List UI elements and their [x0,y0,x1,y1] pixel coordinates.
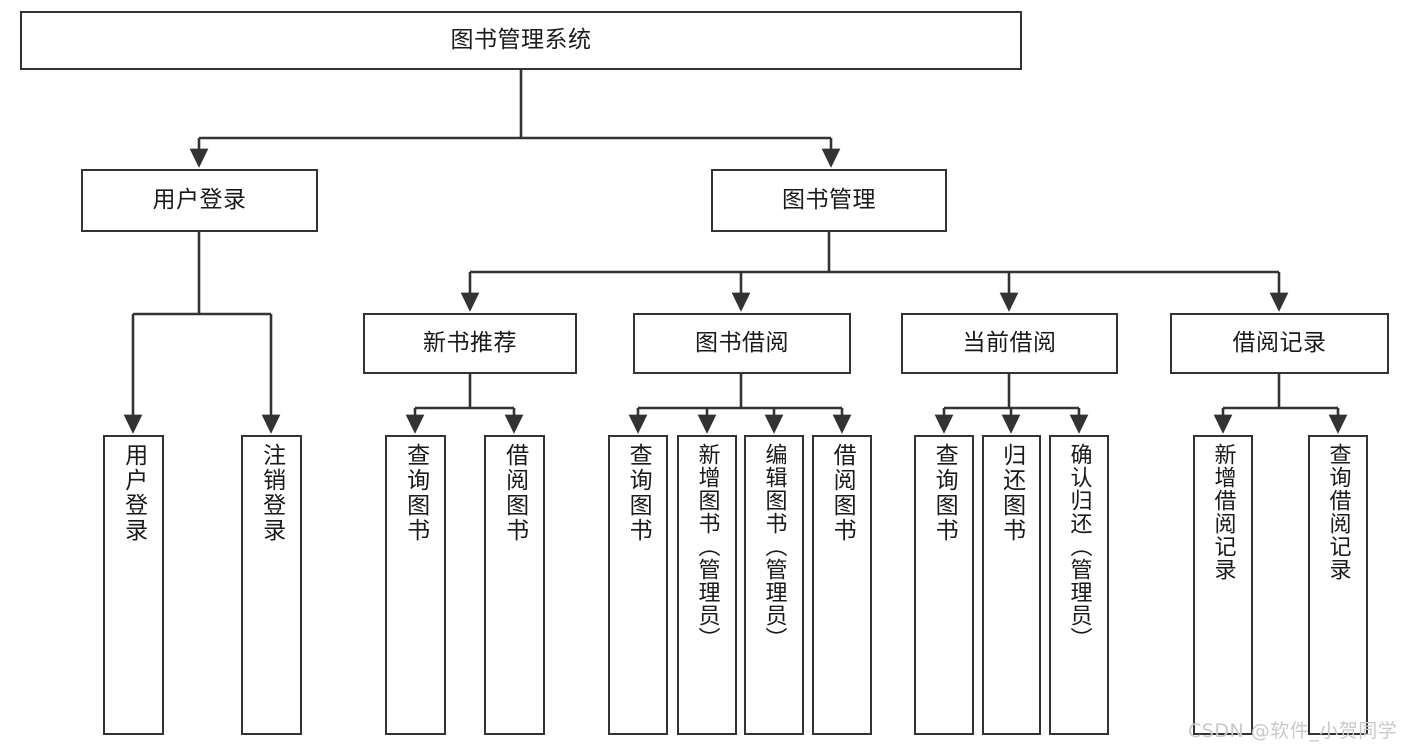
node-book-borrow[interactable]: 图书借阅 [633,313,851,374]
node-new-book-recommend[interactable]: 新书推荐 [363,313,577,374]
leaf-query-book-current[interactable]: 查询图书 [914,435,974,735]
node-label: 新增借阅记录 [1210,443,1236,581]
node-label: 借阅图书 [829,443,856,543]
node-user-login[interactable]: 用户登录 [81,169,318,232]
leaf-confirm-return-admin[interactable]: 确认归还（管理员） [1049,435,1109,735]
node-label: 归还图书 [998,443,1025,543]
leaf-query-book-new[interactable]: 查询图书 [385,435,446,735]
node-root-system[interactable]: 图书管理系统 [20,11,1022,70]
leaf-query-book-borrow[interactable]: 查询图书 [608,435,668,735]
node-label: 新增图书（管理员） [694,443,720,650]
node-label: 借阅图书 [501,443,528,543]
node-book-management[interactable]: 图书管理 [711,169,947,232]
node-label: 确认归还（管理员） [1066,443,1092,650]
node-label: 图书借阅 [695,329,789,356]
node-label: 查询借阅记录 [1325,443,1351,581]
watermark-text: CSDN @软件_小贺同学 [1188,720,1398,742]
leaf-add-book-admin[interactable]: 新增图书（管理员） [677,435,737,735]
leaf-logout[interactable]: 注销登录 [241,435,302,735]
leaf-user-login[interactable]: 用户登录 [103,435,164,735]
node-label: 图书管理 [782,186,876,213]
leaf-borrow-book[interactable]: 借阅图书 [812,435,872,735]
node-label: 新书推荐 [423,329,517,356]
leaf-borrow-book-new[interactable]: 借阅图书 [484,435,545,735]
leaf-return-book[interactable]: 归还图书 [982,435,1041,735]
node-label: 编辑图书（管理员） [761,443,787,650]
node-label: 用户登录 [120,443,147,543]
node-label: 注销登录 [258,443,285,543]
node-label: 用户登录 [152,186,247,213]
node-label: 当前借阅 [962,329,1057,356]
node-borrow-records[interactable]: 借阅记录 [1170,313,1389,374]
leaf-query-borrow-record[interactable]: 查询借阅记录 [1308,435,1368,735]
leaf-edit-book-admin[interactable]: 编辑图书（管理员） [744,435,804,735]
node-label: 查询图书 [402,443,429,543]
node-label: 查询图书 [625,443,652,543]
node-label: 借阅记录 [1232,329,1327,356]
node-label: 图书管理系统 [450,26,592,53]
node-current-borrow[interactable]: 当前借阅 [901,313,1118,374]
leaf-add-borrow-record[interactable]: 新增借阅记录 [1193,435,1253,735]
node-label: 查询图书 [931,443,958,543]
